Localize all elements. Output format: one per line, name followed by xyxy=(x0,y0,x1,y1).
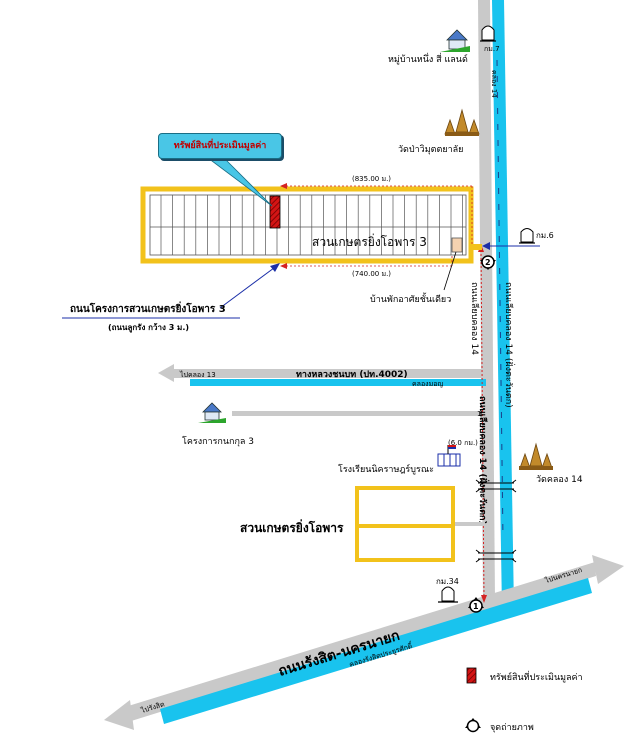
plot-boundary xyxy=(140,186,474,264)
single-house-label: บ้านพักอาศัยชั้นเดียว xyxy=(370,292,451,305)
subject-property-lot xyxy=(269,195,281,229)
project-road-label: ถนนโครงการสวนเกษตรยิ่งโอพาร 3 xyxy=(70,301,226,315)
project-name-in-plot: สวนเกษตรยิ่งโอพาร 3 xyxy=(312,233,427,249)
house-symbol xyxy=(451,237,463,253)
distance-side: (6.0 กม.) xyxy=(448,439,478,447)
canal14-top-label: คลอง 14 xyxy=(490,70,498,98)
school-label: โรงเรียนนิคราษฎร์บูรณะ xyxy=(338,463,434,475)
suan-kaset-label: สวนเกษตรยิ่งโอพาร xyxy=(240,519,344,535)
legend-photo-point-icon xyxy=(465,718,481,733)
legend-property-label: ทรัพย์สินที่ประเมินมูลค่า xyxy=(490,670,583,683)
suan-kaset-access xyxy=(455,522,485,526)
project-road-pointer xyxy=(219,264,279,309)
subject-property-callout: ทรัพย์สินที่ประเมินมูลค่า xyxy=(158,133,282,159)
alley-label: 1 xyxy=(477,410,481,418)
photo-point-2-icon: 2 xyxy=(480,255,496,270)
svg-text:2: 2 xyxy=(485,258,491,267)
arrow-to-rangsit xyxy=(104,700,134,730)
temple-klong14-label: วัดคลอง 14 xyxy=(536,475,583,485)
legend-property-swatch xyxy=(466,667,477,684)
km6-label: กม.6 xyxy=(536,231,554,240)
to-klong13-label: ไปคลอง 13 xyxy=(179,370,216,379)
kanokkul-label: โครงการกนกกุล 3 xyxy=(182,436,254,447)
canal-mon xyxy=(190,379,486,386)
school-icon xyxy=(437,445,461,467)
klong14-road-label-a: ถนนเลียบคลอง 14 xyxy=(469,282,480,355)
callout-pointer xyxy=(206,157,273,207)
village-house-icon xyxy=(440,29,470,52)
road-kanokkul xyxy=(232,411,484,416)
legend-photo-point-label: จุดถ่ายภาพ xyxy=(490,723,534,733)
km7-label: กม.7 xyxy=(484,45,500,53)
temple-icon xyxy=(444,108,480,136)
km34-label: กม.34 xyxy=(436,577,459,586)
arrow-to-nakhon-nayok xyxy=(592,555,624,584)
project-road-note: (ถนนลูกรัง กว้าง 3 ม.) xyxy=(108,322,189,333)
temple-klong14-icon xyxy=(519,442,553,470)
arrow-to-klong13 xyxy=(158,364,174,382)
km6-post-icon xyxy=(519,228,535,244)
canal-rangsit xyxy=(160,578,592,724)
klong14-road-label-c: ถนนเลียบคลอง 14 (ฝั่งตะวันตก) xyxy=(477,396,490,525)
km7-post-icon xyxy=(480,25,496,42)
svg-text:1: 1 xyxy=(473,602,479,611)
temple-top-label: วัดป่าวิมุตตยาลัย xyxy=(398,144,463,155)
canal-mon-label: คลองมอญ xyxy=(412,380,443,388)
photo-point-1-icon: 1 xyxy=(468,597,484,613)
km34-post-icon xyxy=(438,586,458,603)
bridge-mark-upper xyxy=(475,479,517,493)
rural-road-4002 xyxy=(172,369,485,378)
klong14-road-label-b: ถนนเลียบคลอง 14 (ฝั่งตะวันตก) xyxy=(503,282,516,408)
distance-bottom: (740.00 ม.) xyxy=(352,270,391,278)
canal-klong14 xyxy=(492,0,514,610)
distance-top: (835.00 ม.) xyxy=(352,175,391,183)
rural-road-label: ทางหลวงชนบท (ปท.4002) xyxy=(296,369,408,380)
kanokkul-house-icon xyxy=(198,402,226,423)
village-label: หมู่บ้านหนึ่ง สี่ แลนด์ xyxy=(388,52,468,65)
bridge-mark-lower xyxy=(475,549,517,563)
